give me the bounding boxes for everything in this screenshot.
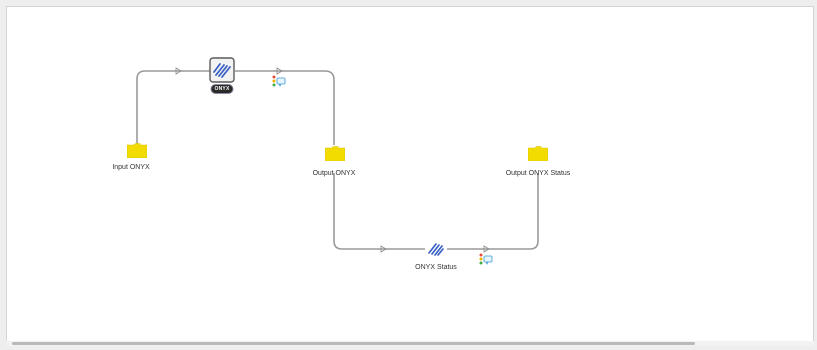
- onyx-badge: ONYX: [210, 84, 234, 94]
- node-label-output-onyx: Output ONYX: [312, 170, 356, 177]
- folder-icon[interactable]: [325, 146, 345, 161]
- node-label-output-onyx-status: Output ONYX Status: [505, 170, 571, 177]
- node-label-input-onyx: Input ONYX: [112, 164, 150, 171]
- flow-canvas[interactable]: Input ONYX ONYX Output ONYX: [6, 6, 814, 344]
- folder-icon[interactable]: [127, 143, 147, 158]
- connections-layer: [136, 67, 539, 253]
- connection-arrow-icon: [276, 67, 283, 75]
- connection-onyx-to-output[interactable]: [235, 70, 335, 145]
- onyx-app-icon: [209, 57, 235, 83]
- connection-input-to-onyx[interactable]: [136, 70, 211, 144]
- checkpoint-icon[interactable]: [272, 75, 286, 87]
- connection-arrow-icon: [483, 245, 490, 253]
- connection-status-to-output[interactable]: [447, 173, 539, 250]
- folder-icon[interactable]: [528, 146, 548, 161]
- checkpoint-icon[interactable]: [479, 253, 493, 265]
- connection-arrow-icon: [175, 67, 182, 75]
- onyx-app-icon: [428, 243, 444, 256]
- onyx-app-node[interactable]: [209, 57, 235, 83]
- horizontal-scrollbar-thumb[interactable]: [12, 342, 695, 345]
- node-label-onyx-status: ONYX Status: [415, 264, 457, 271]
- connection-arrow-icon: [380, 245, 387, 253]
- connection-output-to-status[interactable]: [333, 173, 425, 250]
- onyx-status-app-node[interactable]: [426, 239, 446, 259]
